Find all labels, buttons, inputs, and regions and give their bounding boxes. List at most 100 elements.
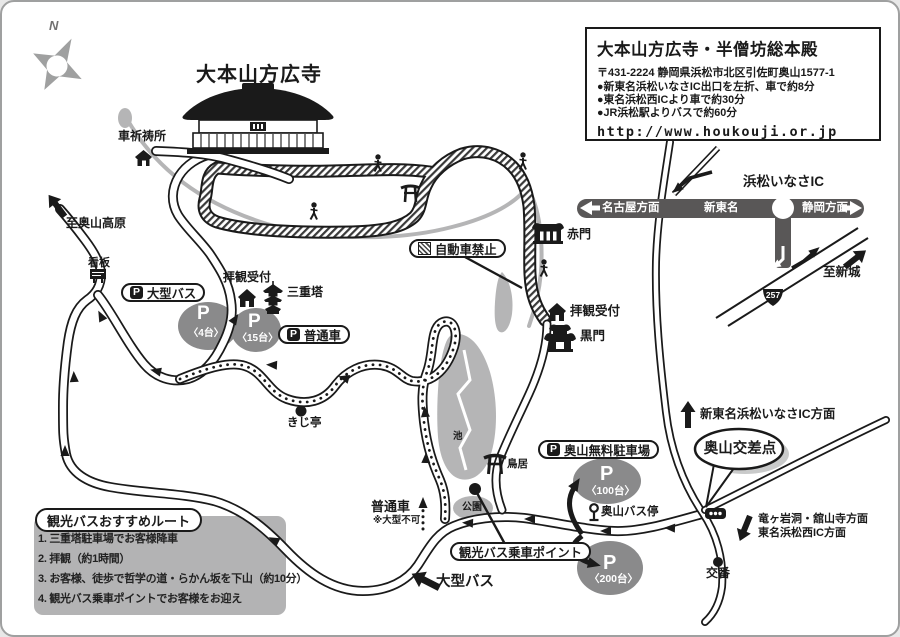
compass-icon [33, 38, 82, 90]
road-dotted-narrow [175, 316, 461, 524]
pond-shape [437, 333, 496, 480]
info-url[interactable]: http://www.houkouji.or.jp [597, 124, 838, 140]
band-arrow-left [580, 201, 600, 215]
route-box-title-pill: 観光バスおすすめルート [35, 508, 203, 532]
info-bullet-3: ●JR浜松駅よりバスで約60分 [597, 107, 738, 119]
torii-label: 鳥居 [507, 458, 528, 470]
torii-icon-main [483, 453, 507, 475]
reception-upper-icon [238, 289, 256, 307]
turn-right-arrow [791, 252, 814, 270]
road-junction-ne [701, 416, 890, 514]
no-cars-hatch-icon [418, 242, 431, 255]
black-gate-label: 黒門 [580, 329, 606, 343]
free-lot-label: 奥山無料駐車場 [564, 443, 651, 458]
to-tomei-west-label: 東名浜松西IC方面 [758, 527, 846, 539]
large-bus-exit-label: 大型バス [436, 574, 494, 590]
road-temple-branch [93, 146, 294, 386]
temple-illustration [182, 83, 334, 154]
to-ryugashido-label: 竜ヶ岩洞・舘山寺方面 [758, 513, 868, 525]
regular-car-dotted-arrow [418, 497, 428, 531]
free-lot-pill: P 奥山無料駐車場 [538, 440, 660, 459]
to-shinshiro-label: 至新城 [823, 265, 861, 279]
route-box-bg [34, 516, 286, 615]
pond-label: 池 [453, 431, 463, 442]
pagoda-icon [263, 281, 283, 314]
info-bullet-1: ●新東名浜松いなさIC出口を左折、車で約8分 [597, 81, 815, 93]
traffic-light-icon [705, 508, 726, 519]
pond-upper-blob [494, 272, 513, 333]
shizuoka-direction-label: 静岡方面 [802, 202, 848, 214]
prayer-office-label: 車祈祷所 [118, 129, 167, 143]
lot-4-capacity: 〈4台〉 [188, 328, 224, 339]
route-box-title: 観光バスおすすめルート [47, 513, 191, 529]
route-step-2: 2. 拝観（約1時間） [38, 553, 131, 565]
lot-100-p: P [600, 463, 614, 485]
reception-lower-label: 拝観受付 [570, 304, 621, 318]
kiji-tei-label: きじ亭 [287, 417, 322, 429]
ic-name-label: 浜松いなさIC [743, 174, 824, 189]
lot-15-p: P [248, 311, 261, 332]
bold-arrows [48, 194, 867, 591]
no-cars-label: 自動車禁止 [435, 242, 497, 257]
exit-left-arrow [678, 170, 713, 188]
kiji-tei-dot [295, 405, 307, 417]
regular-car-parking-pill: P 普通車 [278, 325, 350, 344]
to-ic-label: 新東名浜松いなさIC方面 [700, 407, 836, 421]
band-arrow-right [842, 201, 862, 215]
no-cars-pill: 自動車禁止 [409, 239, 506, 258]
grove-blob [118, 108, 132, 128]
red-gate-label: 赤門 [567, 227, 592, 241]
lot-4-p: P [197, 303, 210, 324]
lot-15 [231, 308, 281, 352]
road-ic-to-junction [651, 138, 727, 626]
no-large-bus-label: ※大型不可 [373, 515, 421, 526]
large-bus-parking-label: 大型バス [147, 286, 197, 301]
info-bullet-2: ●東名浜松西ICより車で約30分 [597, 94, 745, 106]
compass-north-label: N [49, 18, 59, 33]
lot-100-capacity: 〈100台〉 [586, 485, 636, 497]
expressway-inset [577, 145, 869, 327]
exit-left-arrowhead [672, 182, 684, 193]
lot-15-capacity: 〈15台〉 [237, 333, 279, 344]
reception-upper-label: 拝観受付 [223, 270, 272, 284]
route-257-label: 257 [765, 290, 781, 300]
page-title: 大本山方広寺 [196, 64, 322, 86]
torii-icon-upper [400, 184, 421, 203]
regular-car-label: 普通車 [371, 499, 411, 514]
info-title: 大本山方広寺・半僧坊総本殿 [597, 41, 818, 59]
black-gate-icon [544, 324, 576, 352]
lot-200 [577, 541, 643, 595]
ic-ramp-stub [775, 212, 791, 268]
bus-point-pill: 観光バス乗車ポイント [450, 542, 591, 561]
bus-point-label: 観光バス乗車ポイント [459, 545, 582, 560]
pedestrian-path [197, 145, 552, 327]
parking-icon: P [287, 328, 300, 341]
stub-white-arrow [777, 246, 785, 265]
road-direction-arrows [60, 310, 676, 547]
turn-right-arrowhead [808, 247, 820, 258]
park-label: 公園 [462, 502, 482, 513]
no-cars-leader [464, 255, 523, 290]
parking-icon: P [130, 286, 143, 299]
bus-stop-icon [589, 503, 599, 522]
to-shinshiro-arrow [842, 250, 867, 270]
shin-tomei-label: 新東名 [704, 202, 739, 214]
lot-200-capacity: 〈200台〉 [589, 573, 639, 585]
junction-name-label: 奥山交差点 [703, 441, 777, 457]
lot-200-p: P [603, 552, 617, 574]
police-box-dot [713, 557, 723, 567]
road-gate-to-torii [491, 319, 552, 515]
bus-stop-label: 奥山バス停 [601, 506, 659, 518]
info-address: 〒431-2224 静岡県浜松市北区引佐町奥山1577-1 [597, 67, 835, 79]
prayer-office-icon [135, 150, 152, 166]
signboard-icon [90, 269, 106, 283]
route-257-shield [763, 289, 783, 306]
large-bus-parking-pill: P 大型バス [121, 283, 206, 302]
gray-path [128, 122, 544, 328]
red-gate-icon [532, 223, 564, 244]
to-okuyama-kogen-arrow [48, 194, 68, 219]
to-okuyama-kogen-label: 至奥山高原 [66, 216, 127, 230]
route-step-4: 4. 観光バス乗車ポイントでお客様をお迎え [38, 593, 242, 605]
